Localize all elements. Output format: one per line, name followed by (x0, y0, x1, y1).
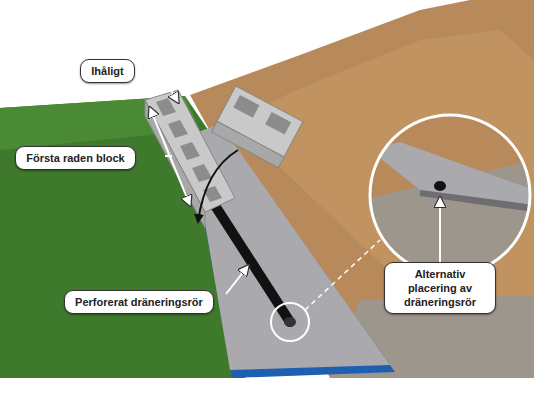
leader-line (160, 72, 178, 102)
callout-box: Ihåligt (80, 59, 135, 83)
loose-block (211, 86, 303, 168)
placement-arrow (198, 150, 238, 222)
leader-line (439, 198, 441, 262)
inset-link (305, 240, 380, 310)
pipe-end (284, 317, 296, 327)
block-row-face (145, 100, 205, 228)
callout-box: Alternativ placering av dräneringsrör (384, 262, 496, 314)
callout-label: Första raden block (25, 151, 126, 165)
callout-label: Perforerat dräneringsrör (74, 295, 204, 309)
callout-label: Ihåligt (90, 64, 125, 78)
inset-border (370, 115, 530, 275)
pipe-highlight (271, 303, 309, 341)
dimension-arrow (150, 108, 190, 205)
callout-box: Perforerat dräneringsrör (64, 290, 214, 314)
leader-line (226, 266, 248, 294)
soil-slope (190, 0, 534, 378)
inset-detail (360, 110, 534, 280)
block-cores (156, 98, 222, 202)
callout-label: Alternativ placering av dräneringsrör (394, 267, 486, 309)
callout-box: Första raden block (15, 146, 136, 170)
drain-pipe (205, 190, 290, 322)
gravel-bed (190, 124, 390, 370)
leader-line (165, 155, 172, 157)
